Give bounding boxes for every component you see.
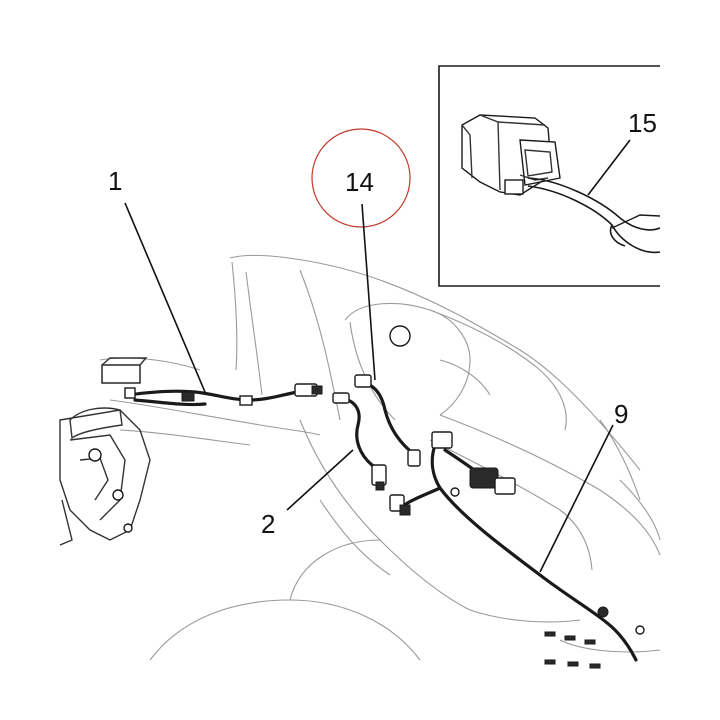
detail-inset	[438, 65, 661, 287]
leader-14	[361, 203, 376, 381]
callout-2: 2	[261, 509, 275, 539]
callout-14: 14	[345, 167, 374, 197]
harness-9	[389, 431, 645, 669]
harness-2	[332, 392, 387, 491]
callout-9: 9	[614, 399, 628, 429]
harness-14	[354, 325, 421, 467]
leader-1	[124, 202, 206, 393]
callout-1: 1	[108, 166, 122, 196]
leader-lines	[124, 139, 631, 573]
leader-2	[286, 449, 354, 511]
left-frame-bracket	[59, 357, 151, 546]
callout-14-highlight-circle	[311, 128, 411, 228]
wire-loop-15	[527, 177, 661, 254]
leader-15	[587, 139, 631, 196]
connector-15	[461, 114, 561, 196]
bike-body-outline	[99, 254, 661, 661]
leader-9	[539, 424, 614, 573]
harness-1	[124, 383, 323, 407]
callout-15: 15	[628, 108, 657, 138]
